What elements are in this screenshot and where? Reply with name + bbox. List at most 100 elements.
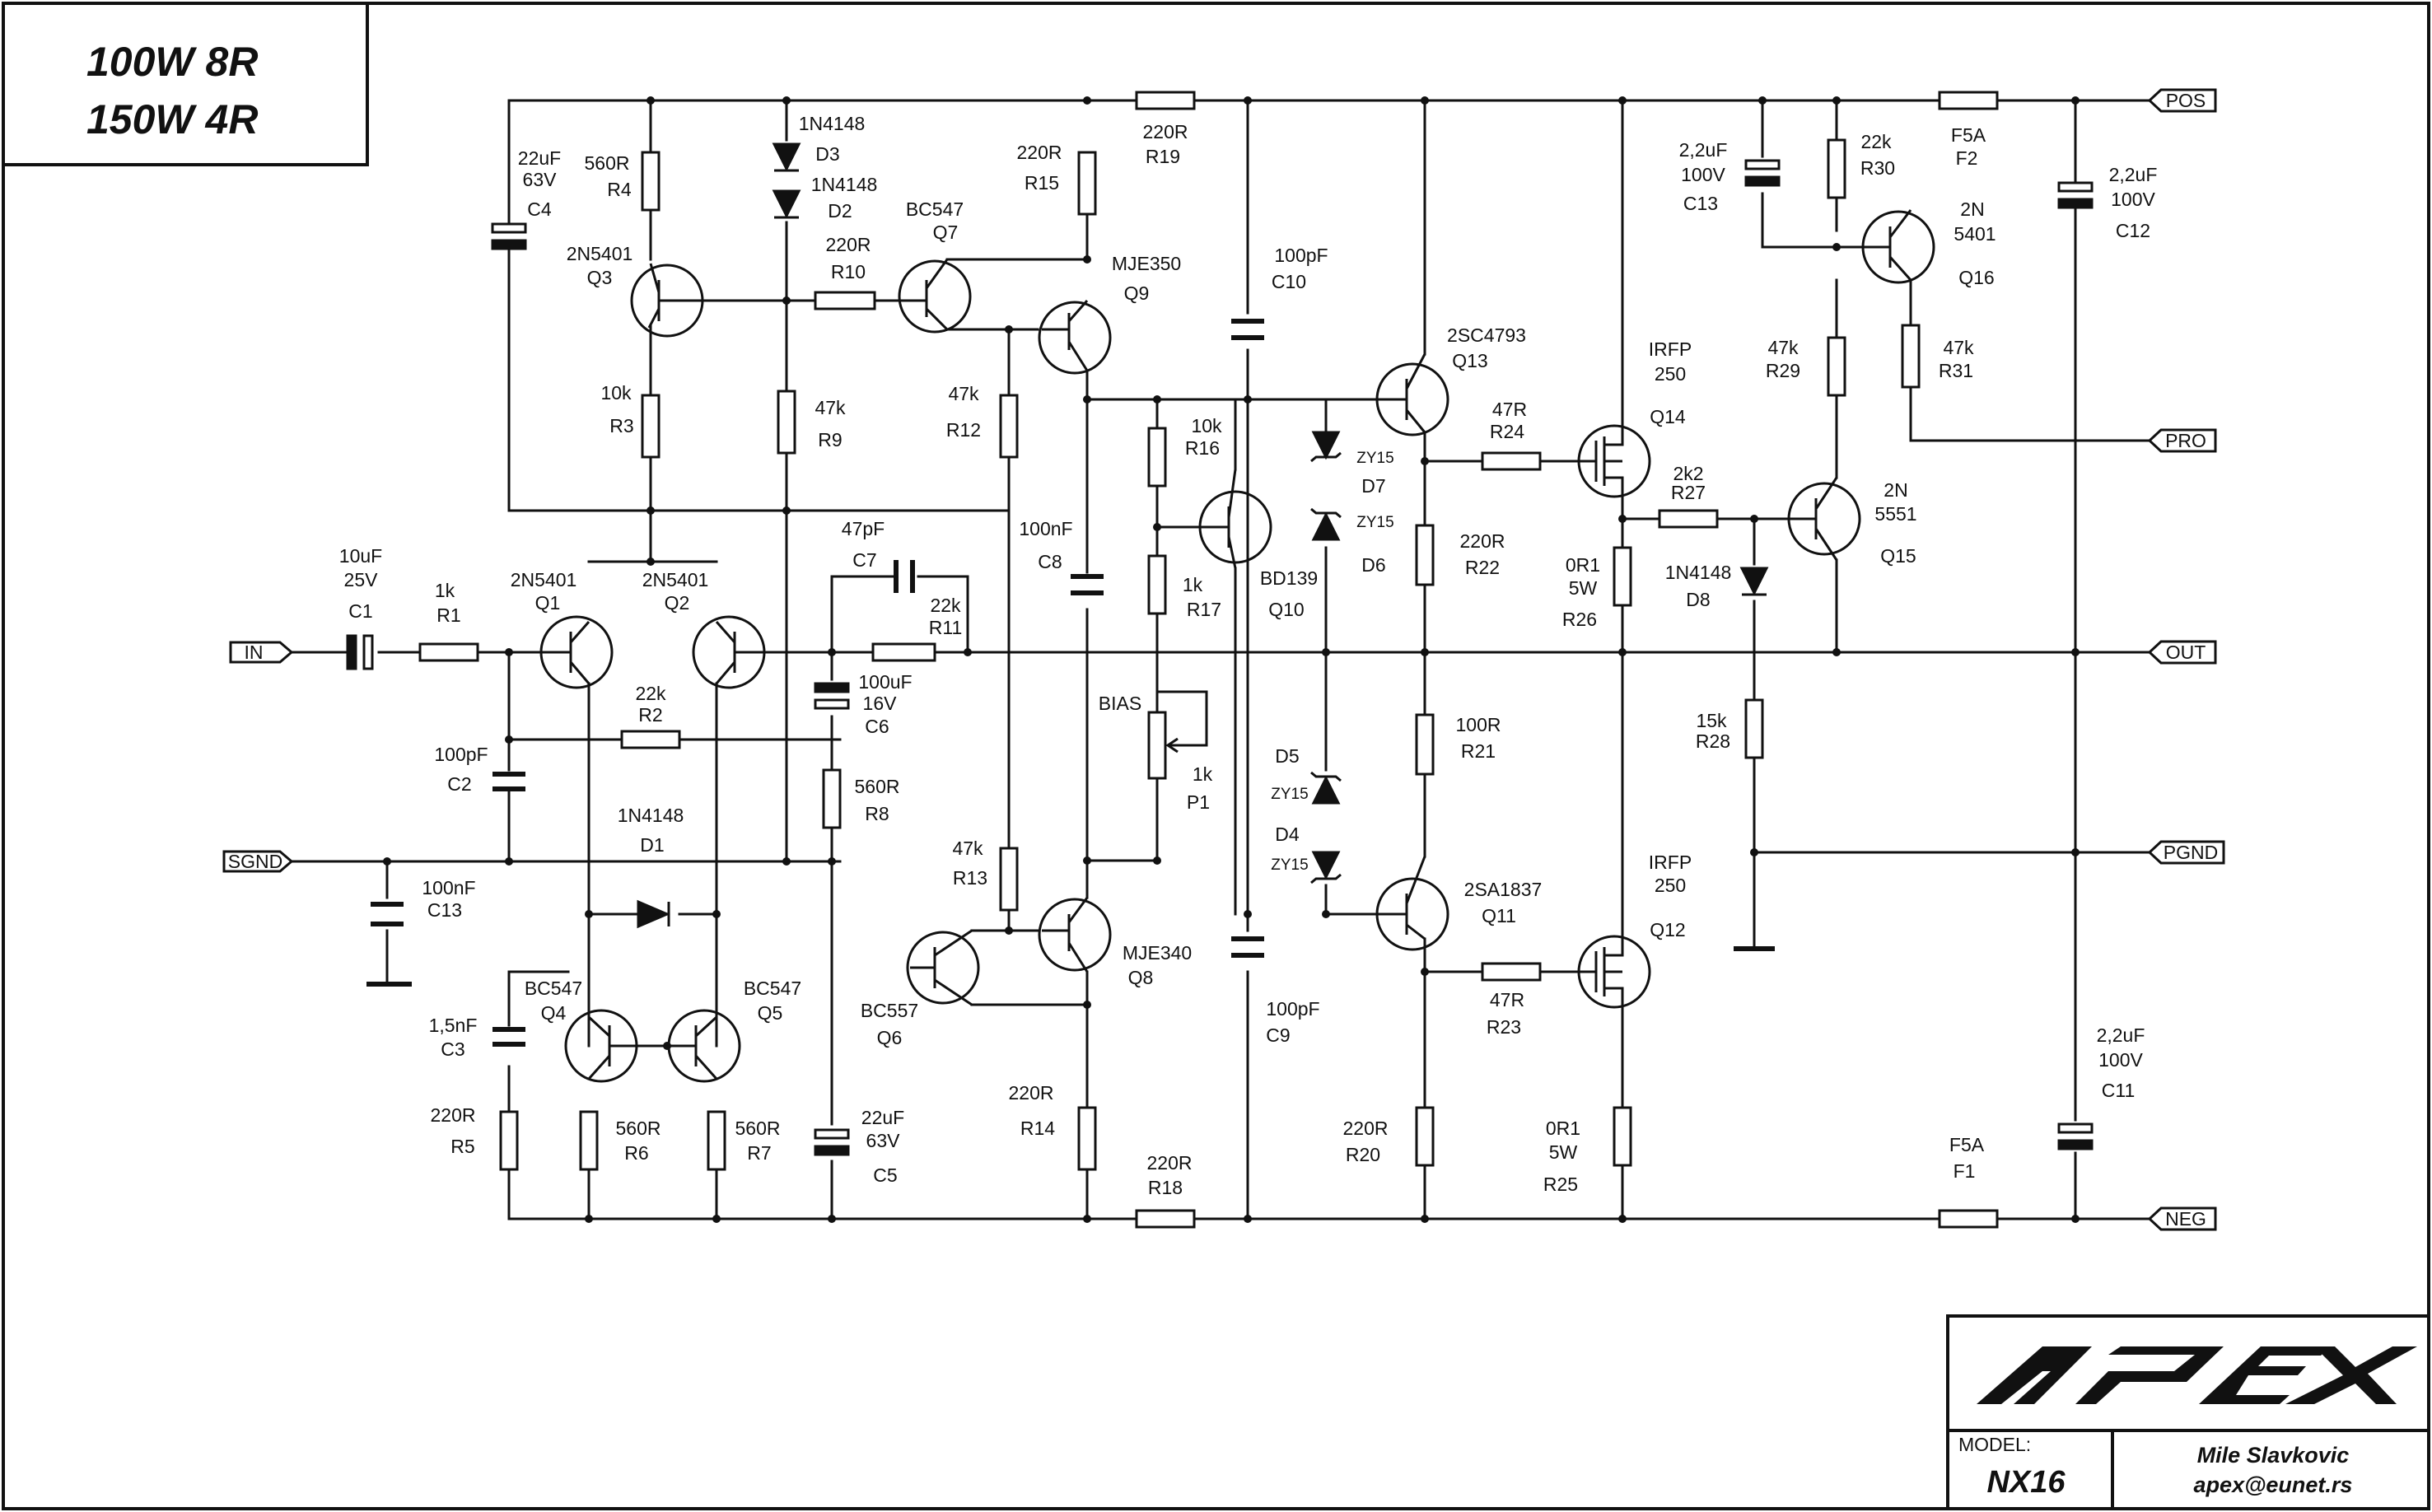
capacitor-c12	[2057, 181, 2094, 209]
resistor-r14	[1077, 1106, 1097, 1171]
components-R31-value-label: 47k	[1943, 337, 1974, 358]
components-R25-rating-label: 5W	[1549, 1141, 1578, 1163]
components-R26-rating-label: 5W	[1569, 577, 1598, 599]
components-C1-value-label: 10uF	[339, 545, 382, 567]
mosfet-q14	[1577, 420, 1651, 498]
components-Q11-part-label: 2SA1837	[1464, 879, 1543, 900]
resistor-r7	[707, 1110, 726, 1171]
components-Q3-ref-label: Q3	[587, 267, 613, 288]
terminal-neg	[2147, 1206, 2217, 1231]
components-R6-ref-label: R6	[624, 1142, 648, 1164]
components-D4-ref-label: D4	[1275, 824, 1300, 845]
capacitor-c1	[346, 634, 374, 670]
components-P1-name-label: BIAS	[1099, 693, 1141, 714]
transistor-q16	[1837, 209, 1935, 284]
components-C13b-value-label: 2,2uF	[1679, 139, 1728, 161]
components-Q15-part-label: 2N	[1884, 479, 1907, 501]
components-D3-ref-label: D3	[815, 143, 839, 165]
components-C4-rating-label: 63V	[523, 169, 558, 190]
components-C9-value-label: 100pF	[1266, 998, 1319, 1020]
resistor-r29	[1827, 336, 1846, 397]
components-C12-rating-label: 100V	[2111, 189, 2155, 210]
capacitor-c11	[2057, 1122, 2094, 1150]
components-R30-value-label: 22k	[1860, 131, 1892, 152]
power-rating-8r: 100W 8R	[86, 39, 258, 85]
components-R16-ref-label: R16	[1185, 437, 1220, 459]
components-R11-ref-label: R11	[929, 617, 963, 638]
components-R12-ref-label: R12	[946, 419, 981, 441]
components-C3-ref-label: C3	[441, 1038, 464, 1060]
resistor-r16	[1147, 427, 1167, 488]
components-R27-ref-label: R27	[1671, 482, 1706, 503]
components-F1-value-label: F5A	[1949, 1134, 1985, 1155]
transistor-q15	[1787, 477, 1861, 561]
components-C11-ref-label: C11	[2102, 1080, 2136, 1101]
transistor-q8	[1038, 897, 1112, 973]
resistor-r11	[871, 642, 936, 662]
resistor-r18	[1135, 1209, 1196, 1229]
transistor-q10	[1194, 469, 1272, 569]
resistor-r23	[1481, 962, 1542, 982]
components-Q9-part-label: MJE350	[1112, 253, 1181, 274]
components-F2-ref-label: F2	[1956, 147, 1978, 169]
components-C3-value-label: 1,5nF	[429, 1015, 478, 1036]
c7-wire	[830, 575, 969, 654]
components-R18-value-label: 220R	[1147, 1152, 1193, 1174]
components-R14-ref-label: R14	[1020, 1118, 1055, 1139]
components-R27-value-label: 2k2	[1673, 463, 1703, 484]
components-R15-ref-label: R15	[1025, 172, 1059, 194]
components-D5-ref-label: D5	[1275, 745, 1299, 767]
resistor-r1	[418, 642, 479, 662]
components-R3-ref-label: R3	[609, 415, 633, 436]
components-R29-value-label: 47k	[1767, 337, 1799, 358]
terminal-pgnd	[2147, 840, 2225, 865]
transistor-q7	[898, 259, 972, 334]
components-R23-ref-label: R23	[1487, 1016, 1521, 1038]
components-Q12-part-label: IRFP	[1649, 852, 1692, 873]
transistor-q5	[667, 1009, 741, 1083]
terminal-pos-label: POS	[2166, 90, 2206, 111]
components-Q1-ref-label: Q1	[535, 592, 561, 614]
q16-wire	[1761, 99, 1912, 339]
components-R17-value-label: 1k	[1183, 574, 1203, 595]
components-R7-ref-label: R7	[747, 1142, 771, 1164]
components-Q4-part-label: BC547	[525, 978, 582, 999]
components-Q16-part-label: 2N	[1960, 198, 1984, 220]
components-R13-ref-label: R13	[953, 867, 987, 889]
diode-d2	[772, 189, 801, 219]
components-C5-rating-label: 63V	[866, 1130, 901, 1151]
components-R2-value-label: 22k	[635, 683, 666, 704]
components-C6-value-label: 100uF	[858, 671, 912, 693]
title-block	[1946, 1314, 2430, 1510]
components-Q12-ref-label: Q12	[1650, 919, 1685, 940]
capacitor-c4	[491, 222, 527, 250]
components-C12-ref-label: C12	[2116, 220, 2150, 241]
components-R8-value-label: 560R	[855, 776, 900, 797]
components-R26-value-label: 0R1	[1566, 554, 1600, 576]
components-R20-value-label: 220R	[1343, 1118, 1389, 1139]
terminal-pro-label: PRO	[2165, 430, 2206, 451]
components-R15-value-label: 220R	[1017, 142, 1062, 163]
components-C5-value-label: 22uF	[861, 1107, 904, 1128]
components-R21-value-label: 100R	[1456, 714, 1501, 735]
components-C11-value-label: 2,2uF	[2097, 1024, 2145, 1046]
components-Q2-part-label: 2N5401	[642, 569, 709, 590]
fuse-f2	[1938, 91, 1999, 110]
components-Q3-part-label: 2N5401	[567, 243, 633, 264]
capacitor-c5	[814, 1128, 850, 1156]
components-Q4-ref-label: Q4	[541, 1002, 567, 1024]
components-R1-ref-label: R1	[436, 604, 460, 626]
components-Q8-part-label: MJE340	[1123, 942, 1192, 964]
transistor-q6	[906, 929, 980, 1006]
components-C4-value-label: 22uF	[518, 147, 561, 169]
components-R12-value-label: 47k	[948, 383, 979, 404]
components-R10-value-label: 220R	[826, 234, 871, 255]
components-D6-ref-label: D6	[1361, 554, 1385, 576]
zener-d7	[1310, 431, 1342, 463]
components-R29-ref-label: R29	[1766, 360, 1800, 381]
capacitor-c9	[1231, 936, 1264, 958]
components-Q9-ref-label: Q9	[1124, 282, 1150, 304]
apex-logo-text: APEX	[2170, 1410, 2212, 1427]
resistor-r22	[1415, 524, 1435, 586]
